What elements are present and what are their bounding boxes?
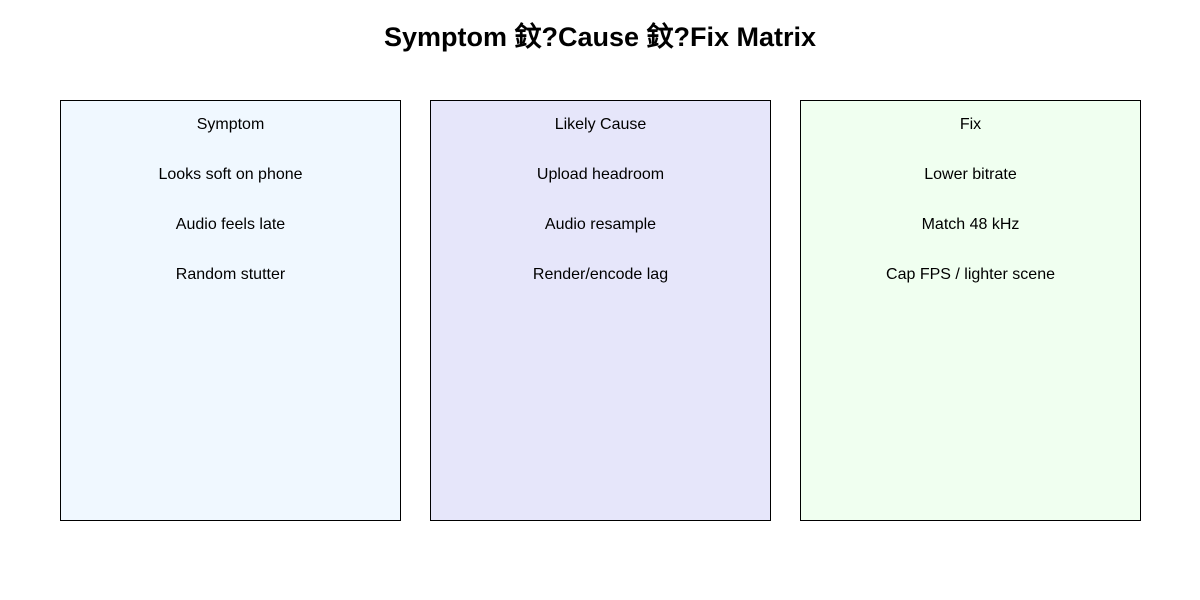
column-header: Symptom bbox=[196, 116, 265, 133]
cause-item: Render/encode lag bbox=[532, 266, 669, 283]
column-header: Likely Cause bbox=[554, 116, 647, 133]
symptom-column: Symptom Looks soft on phone Audio feels … bbox=[60, 100, 401, 521]
fix-column: Fix Lower bitrate Match 48 kHz Cap FPS /… bbox=[800, 100, 1141, 521]
column-header: Fix bbox=[959, 116, 982, 133]
fix-item: Match 48 kHz bbox=[921, 216, 1020, 233]
symptom-item: Looks soft on phone bbox=[158, 166, 303, 183]
page-title: Symptom 鈫?Cause 鈫?Fix Matrix bbox=[383, 22, 817, 52]
fix-item: Lower bitrate bbox=[924, 166, 1017, 183]
fix-item: Cap FPS / lighter scene bbox=[886, 266, 1055, 283]
cause-item: Upload headroom bbox=[536, 166, 665, 183]
cause-column: Likely Cause Upload headroom Audio resam… bbox=[430, 100, 771, 521]
symptom-item: Audio feels late bbox=[175, 216, 286, 233]
cause-item: Audio resample bbox=[544, 216, 657, 233]
symptom-item: Random stutter bbox=[175, 266, 286, 283]
